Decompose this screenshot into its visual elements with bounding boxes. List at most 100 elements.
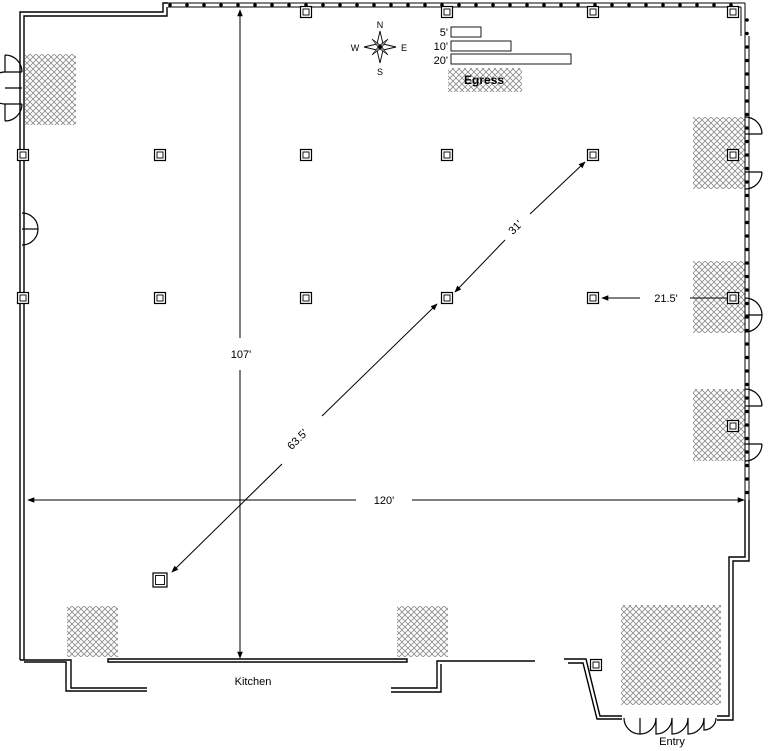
window-mullion	[745, 18, 749, 22]
window-mullion	[423, 3, 427, 7]
egress-zones	[25, 54, 745, 705]
column-inner	[302, 151, 310, 159]
dimension-diagonal-short-line	[529, 161, 586, 215]
window-mullion	[745, 247, 749, 252]
column	[299, 5, 313, 19]
window-mullion	[236, 3, 240, 7]
column-inner	[443, 151, 451, 159]
window-mullion	[372, 3, 376, 7]
window-mullion	[745, 166, 749, 171]
column	[726, 419, 740, 433]
column	[16, 291, 30, 305]
window-mullion	[202, 3, 206, 7]
column-inner	[729, 8, 737, 16]
egress-zone	[621, 605, 721, 705]
scale-label-20: 20'	[434, 55, 448, 67]
compass-south-label: S	[377, 67, 383, 77]
column	[586, 148, 600, 162]
window-mullion	[745, 126, 749, 130]
window-mullion	[525, 3, 529, 7]
column	[726, 291, 740, 305]
scale-bar-10	[450, 40, 512, 52]
dimension-diagonal-short-line	[454, 239, 506, 293]
window-mullion	[627, 3, 631, 7]
kitchen-label: Kitchen	[235, 676, 272, 688]
column-inner	[443, 294, 451, 302]
column	[153, 148, 167, 162]
window-mullion	[745, 463, 749, 468]
column	[299, 291, 313, 305]
entry-label: Entry	[659, 736, 685, 748]
window-mullion	[678, 3, 682, 7]
column	[440, 291, 454, 305]
window-mullion	[745, 153, 749, 157]
window-mullion	[745, 45, 749, 49]
compass-west-label: W	[351, 43, 360, 53]
window-mullion	[745, 301, 749, 306]
column-inner	[19, 294, 27, 302]
window-mullion	[745, 31, 749, 36]
window-mullion	[610, 3, 614, 7]
window-mullion	[559, 3, 563, 7]
window-mullion	[355, 3, 359, 7]
column-inner	[729, 294, 737, 302]
window-mullion	[389, 3, 393, 7]
window-mullion	[745, 207, 749, 211]
window-mullion	[542, 3, 546, 7]
column-inner	[443, 8, 451, 16]
column-inner	[729, 151, 737, 159]
dimension-lines	[27, 9, 745, 659]
window-mullion	[745, 288, 749, 292]
window-mullion	[745, 409, 749, 414]
compass-north-label: N	[377, 20, 384, 30]
window-mullion	[745, 72, 749, 76]
window-mullion	[745, 490, 749, 495]
column-inner	[592, 661, 600, 669]
window-mullion	[745, 193, 749, 198]
column-inner	[156, 294, 164, 302]
column	[586, 291, 600, 305]
column	[440, 148, 454, 162]
window-mullion	[253, 3, 257, 7]
column	[586, 5, 600, 19]
window-mullion	[508, 3, 512, 7]
window-mullion	[695, 3, 699, 7]
dimension-diagonal-short-label: 31'	[507, 219, 526, 238]
column	[589, 658, 603, 672]
dimension-diagonal-long-line	[171, 463, 283, 573]
window-mullion	[745, 274, 749, 279]
egress-legend-swatch	[448, 68, 522, 92]
window-mullion	[661, 3, 665, 7]
window-mullion	[712, 3, 716, 7]
dotted-walls	[168, 2, 750, 500]
doors	[0, 54, 763, 735]
window-mullion	[745, 396, 749, 400]
compass-east-label: E	[401, 43, 407, 53]
window-mullion	[491, 3, 495, 7]
window-mullion	[745, 355, 749, 360]
window-mullion	[745, 261, 749, 265]
scale-label-10: 10'	[434, 41, 448, 53]
window-mullion	[474, 3, 478, 7]
window-mullion	[745, 112, 749, 117]
column	[16, 148, 30, 162]
window-mullion	[406, 3, 410, 7]
egress-zone	[397, 606, 448, 657]
window-mullion	[219, 3, 223, 7]
column-inner	[156, 151, 164, 159]
compass-rose: N S E W	[351, 20, 407, 77]
window-mullion	[576, 3, 580, 7]
column	[726, 148, 740, 162]
window-mullion	[745, 139, 749, 144]
egress-zone	[67, 606, 118, 657]
dimension-diagonal-long-line	[321, 303, 438, 417]
columns	[16, 5, 740, 672]
column	[299, 148, 313, 162]
window-mullion	[745, 85, 749, 90]
column-inner	[589, 294, 597, 302]
dimension-height-label: 107'	[231, 349, 251, 361]
column-inner	[155, 575, 165, 585]
dimension-offset-label: 21.5'	[654, 293, 678, 305]
column	[726, 5, 740, 19]
window-mullion	[745, 369, 749, 373]
